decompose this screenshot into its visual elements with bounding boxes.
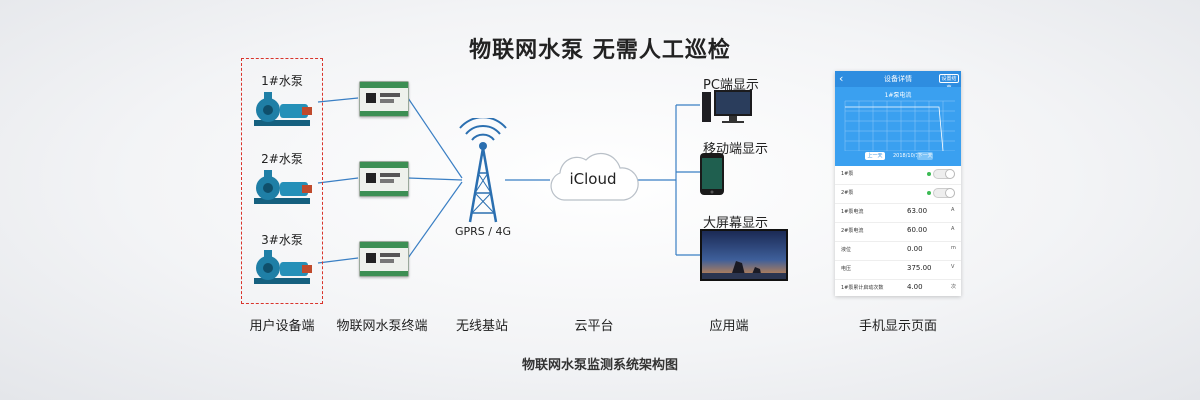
phone-header	[835, 71, 961, 87]
toggle-knob	[945, 169, 955, 179]
next-day-tab[interactable]: 下一天	[917, 152, 933, 160]
phone-row-name: 1#泵电流	[841, 209, 864, 215]
phone-data-row: 1#泵	[835, 166, 961, 185]
status-dot-icon	[927, 191, 931, 195]
back-icon[interactable]: ‹	[839, 72, 844, 85]
phone-settings-button[interactable]: 设置结束	[939, 74, 959, 91]
prev-day-tab[interactable]: 上一天	[865, 152, 885, 160]
cloud-label: iCloud	[569, 170, 617, 188]
phone-data-row: 1#泵电流 63.00 A	[835, 204, 961, 223]
phone-chart-title: 1#泵电流	[884, 92, 912, 99]
iot-terminal-1	[359, 81, 409, 117]
column-label-base-station: 无线基站	[455, 319, 508, 334]
phone-row-value: 60.00	[907, 226, 928, 234]
phone-screen: ‹ 设备详情 设置结束 1#泵电流 上一天 2018/10/12 下一天 1#泵…	[835, 71, 961, 296]
link-pump1-terminal1	[317, 97, 359, 103]
phone-row-unit: m	[951, 245, 956, 251]
date-tab[interactable]: 2018/10/12	[893, 153, 922, 159]
link-pump2-terminal2	[317, 177, 359, 184]
link-terminal1-tower	[407, 97, 463, 179]
diagram-caption: 物联网水泵监测系统架构图	[521, 358, 678, 373]
column-label-phone-page: 手机显示页面	[858, 319, 937, 334]
pump-label-1: 1#水泵	[261, 74, 303, 88]
status-dot-icon	[927, 172, 931, 176]
tower-label: GPRS / 4G	[454, 225, 511, 238]
user-equipment-box	[241, 58, 323, 304]
phone-row-unit: V	[951, 264, 955, 270]
link-pump3-terminal3	[317, 257, 359, 264]
diagram-title: 物联网水泵 无需人工巡检	[469, 38, 731, 63]
link-terminal2-tower	[407, 177, 463, 181]
column-label-app: 应用端	[709, 319, 749, 334]
phone-chart-grid	[844, 100, 955, 152]
column-label-terminal: 物联网水泵终端	[336, 319, 428, 334]
column-label-user-equipment: 用户设备端	[249, 319, 315, 334]
cell-tower-icon	[459, 118, 507, 223]
phone-title: 设备详情	[884, 75, 912, 83]
column-label-cloud: 云平台	[574, 319, 614, 334]
phone-data-row: 2#泵电流 60.00 A	[835, 223, 961, 242]
phone-data-row: 电压 375.00 V	[835, 261, 961, 280]
phone-row-value: 4.00	[907, 283, 923, 291]
water-pump-icon	[254, 92, 312, 126]
cloud-icon	[550, 152, 639, 201]
phone-data-row: 液位 0.00 m	[835, 242, 961, 261]
pump-label-2: 2#水泵	[261, 152, 303, 166]
phone-row-name: 液位	[841, 247, 852, 253]
phone-row-name: 1#泵	[841, 171, 854, 177]
iot-terminal-3	[359, 241, 409, 277]
phone-row-value: 375.00	[907, 264, 932, 272]
large-screen-icon	[700, 229, 788, 281]
phone-date-tabs: 上一天 2018/10/12 下一天	[835, 151, 961, 161]
toggle-knob	[945, 188, 955, 198]
phone-row-name: 2#泵电流	[841, 228, 864, 234]
phone-row-unit: A	[951, 226, 955, 232]
pc-icon	[702, 90, 752, 123]
phone-row-name: 2#泵	[841, 190, 854, 196]
phone-row-value: 63.00	[907, 207, 928, 215]
iot-terminal-2	[359, 161, 409, 197]
phone-row-name: 1#泵累计启动次数	[841, 285, 884, 291]
phone-data-row: 2#泵	[835, 185, 961, 204]
app-label-screen: 大屏幕显示	[703, 216, 769, 231]
phone-row-value: 0.00	[907, 245, 923, 253]
phone-row-unit: A	[951, 207, 955, 213]
link-terminal3-tower	[407, 181, 463, 259]
phone-row-unit: 次	[951, 284, 957, 290]
smartphone-icon	[700, 153, 724, 195]
water-pump-icon	[254, 250, 312, 284]
phone-data-row: 1#泵累计启动次数 4.00 次	[835, 280, 961, 296]
water-pump-icon	[254, 170, 312, 204]
app-label-pc: PC端显示	[703, 78, 759, 93]
pump-label-3: 3#水泵	[261, 233, 303, 247]
phone-row-name: 电压	[841, 266, 852, 272]
